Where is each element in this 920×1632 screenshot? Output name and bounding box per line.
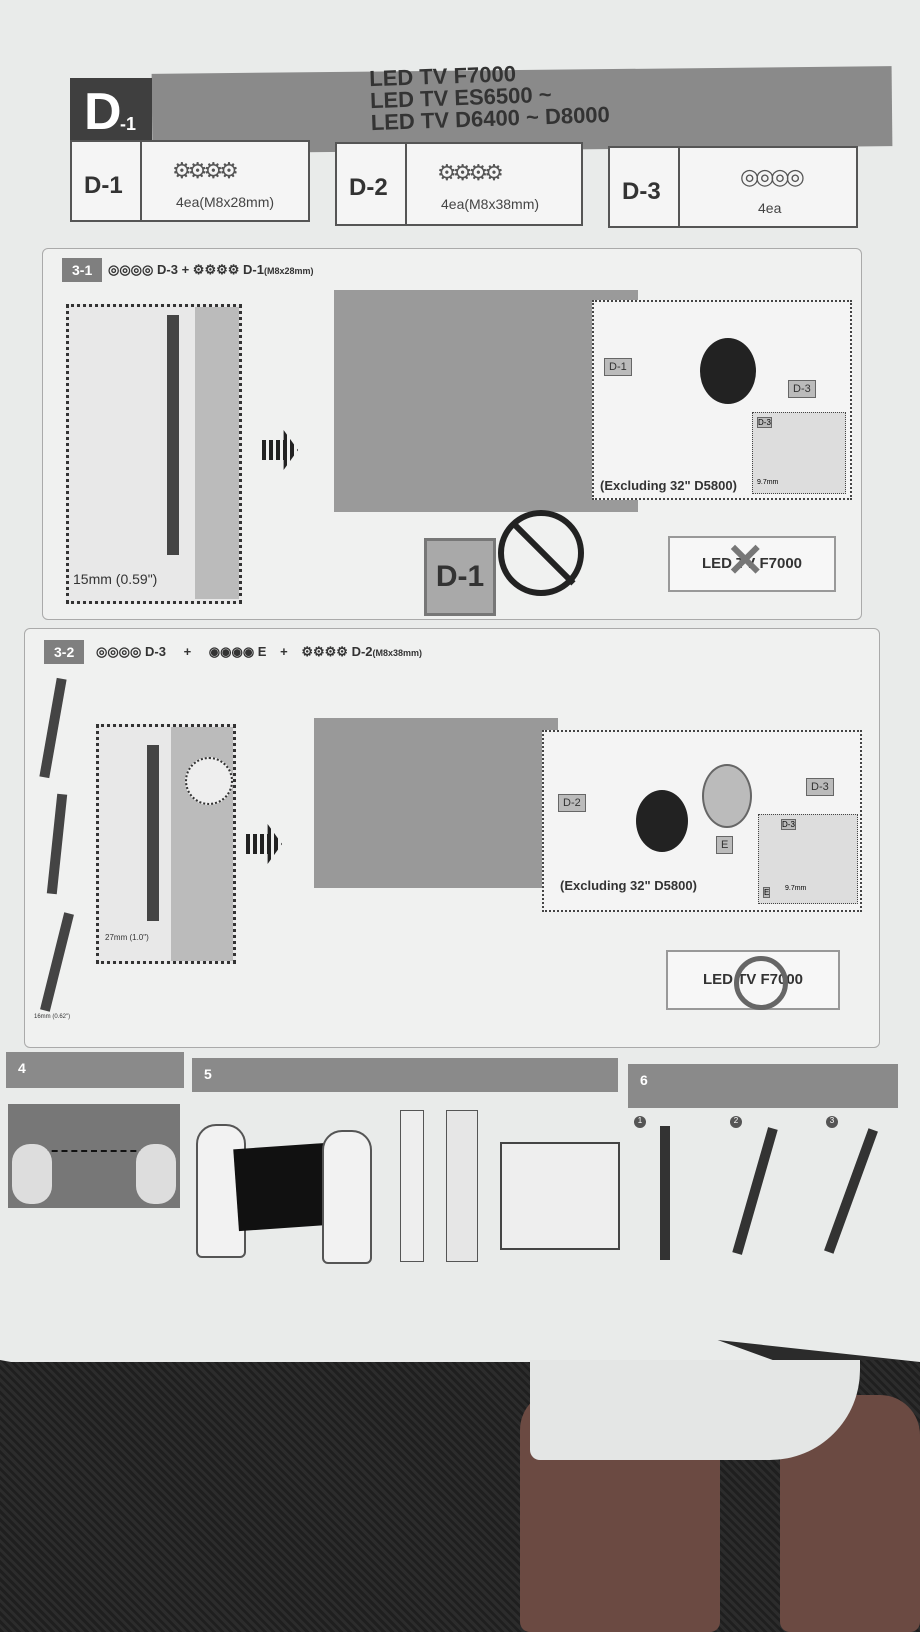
formula-part: D-3	[145, 644, 166, 659]
step-marker: 3	[826, 1116, 838, 1128]
model-note-included: LED TV F7000	[666, 950, 840, 1010]
step-formula: ◎◎◎◎ D-3 + ⚙⚙⚙⚙ D-1(M8x28mm)	[108, 262, 314, 278]
spacer-icon	[636, 790, 688, 852]
cross-icon: ✕	[726, 534, 765, 586]
model-note-text: LED TV F7000	[701, 555, 803, 572]
part-code: D-2	[349, 174, 388, 201]
washer-icon: ◉◉◉◉	[208, 644, 255, 659]
step-marker: 2	[730, 1116, 742, 1128]
part-divider	[405, 144, 407, 224]
part-qty: 4ea(M8x38mm)	[441, 196, 540, 212]
screw-icon: ⚙⚙⚙⚙	[172, 158, 239, 183]
formula-size: (M8x38mm)	[372, 648, 423, 658]
model-note-excluded: LED TV F7000 ✕	[668, 534, 836, 592]
detail-zoom	[500, 1142, 620, 1250]
formula-part: D-3	[157, 262, 178, 277]
part-d2: D-2 ⚙⚙⚙⚙ 4ea(M8x38mm)	[335, 142, 583, 226]
screw-icon: ⚙⚙⚙⚙	[437, 160, 504, 185]
tv-back-illustration	[334, 290, 638, 512]
inset-detail: D-3 E 9.7mm	[758, 814, 858, 904]
part-code: D-3	[622, 178, 661, 205]
side-view-box: 27mm (1.0")	[96, 724, 236, 964]
callout-label: E	[716, 836, 734, 854]
detail-callout: D-2 E D-3 D-3 E 9.7mm (Excluding 32" D58…	[542, 730, 862, 912]
step-marker: 1	[634, 1116, 646, 1128]
person-icon	[322, 1130, 372, 1264]
inset-label: D-3	[757, 417, 772, 428]
inset-label: E	[763, 887, 771, 898]
inset-detail: D-3 9.7mm	[752, 412, 846, 494]
step-formula: ◎◎◎◎ D-3 + ◉◉◉◉ E + ⚙⚙⚙⚙ D-2(M8x38mm)	[96, 644, 422, 660]
tv-screen	[233, 1142, 333, 1232]
section-badge: D -1	[70, 78, 152, 150]
step-6-illustration: 1 2 3	[630, 1114, 892, 1274]
part-d1: D-1 ⚙⚙⚙⚙ 4ea(M8x28mm)	[70, 140, 310, 222]
part-qty: 4ea	[758, 200, 782, 216]
formula-part: D-1	[243, 262, 264, 277]
callout-label: D-2	[558, 794, 586, 812]
formula-part: E	[257, 644, 267, 659]
formula-plus: +	[280, 644, 288, 659]
inset-measure: 9.7mm	[757, 479, 779, 486]
callout-label: D-3	[788, 380, 816, 398]
circle-icon	[734, 956, 788, 1010]
step-4-bar: 4	[6, 1052, 184, 1088]
sheet-folded-corner	[530, 1360, 860, 1460]
d1-highlight-label: D-1	[424, 538, 496, 616]
step-tag: 3-2	[44, 640, 85, 664]
formula-part: D-2	[351, 644, 373, 659]
gap-small-label: 16mm (0.62")	[34, 1014, 71, 1020]
tilt-illustrations: 16mm (0.62")	[34, 677, 96, 1024]
excluding-note: (Excluding 32" D5800)	[560, 878, 697, 893]
hand-icon	[136, 1144, 176, 1204]
formula-size: (M8x28mm)	[264, 266, 314, 276]
step-5-bar: 5	[192, 1058, 618, 1092]
callout-label: D-1	[604, 358, 632, 376]
magnifier-icon	[185, 757, 233, 805]
spacer-icon: ◎◎◎◎	[108, 262, 154, 277]
formula-plus: +	[183, 644, 192, 659]
gap-label: 15mm (0.59")	[73, 571, 158, 587]
inset-label: D-3	[781, 819, 796, 830]
spacer-icon: ◎◎◎◎	[740, 164, 805, 189]
step-tag: 3-1	[62, 258, 103, 282]
tv-back-illustration	[314, 718, 558, 888]
wall-bracket	[400, 1110, 424, 1262]
step-6-bar: 6	[628, 1064, 898, 1108]
prohibited-icon	[498, 510, 584, 596]
part-qty: 4ea(M8x28mm)	[176, 194, 275, 210]
hand-icon	[12, 1144, 52, 1204]
screw-icon: ⚙⚙⚙⚙	[301, 644, 348, 659]
model-list: LED TV F7000 LED TV ES6500 ~ LED TV D640…	[369, 60, 610, 135]
step-4-illustration	[8, 1104, 180, 1208]
mounting-sequence	[446, 1110, 478, 1262]
side-view-box: 15mm (0.59")	[66, 304, 242, 604]
part-divider	[678, 148, 680, 226]
excluding-note: (Excluding 32" D5800)	[600, 478, 737, 493]
spacer-icon: ◎◎◎◎	[96, 644, 142, 659]
screw-icon: ⚙⚙⚙⚙	[192, 262, 240, 277]
callout-label: D-3	[806, 778, 834, 796]
gap-label: 27mm (1.0")	[105, 933, 149, 942]
part-code: D-1	[84, 172, 123, 199]
section-code: D	[84, 83, 122, 141]
step-5-illustration	[190, 1110, 620, 1272]
formula-plus: +	[181, 262, 190, 277]
part-divider	[140, 142, 142, 220]
part-d3: D-3 ◎◎◎◎ 4ea	[608, 146, 858, 228]
detail-callout: D-1 D-3 D-3 9.7mm (Excluding 32" D5800)	[592, 300, 852, 500]
washer-icon	[702, 764, 752, 828]
section-sub: -1	[120, 114, 137, 134]
inset-measure: 9.7mm	[785, 885, 807, 892]
spacer-icon	[700, 338, 756, 404]
